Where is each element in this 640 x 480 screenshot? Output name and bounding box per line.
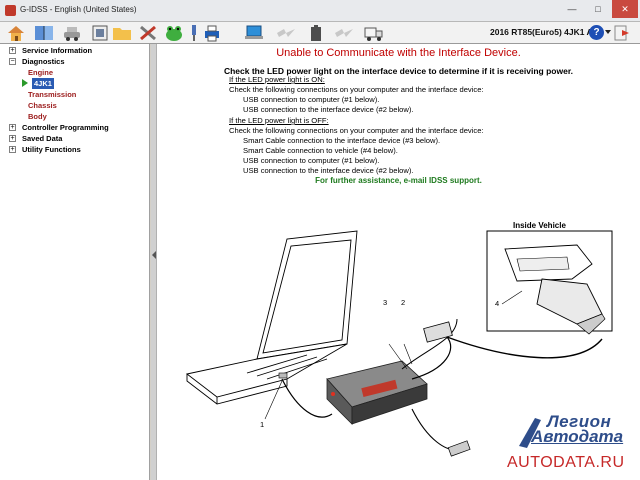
tree-label-selected: 4JK1 bbox=[32, 78, 54, 89]
usb-cable-1 bbox=[281, 378, 333, 418]
callout-4: 4 bbox=[495, 299, 500, 308]
exit-icon[interactable] bbox=[614, 25, 630, 41]
expand-icon[interactable]: + bbox=[9, 146, 16, 153]
tree-label: Controller Programming bbox=[22, 123, 109, 132]
led-on-check-text: Check the following connections on your … bbox=[229, 85, 484, 94]
navigation-tree: + Service Information − Diagnostics Engi… bbox=[0, 44, 150, 480]
callout-leader-3 bbox=[388, 343, 408, 370]
inside-vehicle-label: Inside Vehicle bbox=[513, 221, 566, 230]
expand-icon[interactable]: + bbox=[9, 124, 16, 131]
support-email-link[interactable]: For further assistance, e-mail IDSS supp… bbox=[315, 176, 482, 185]
tree-label: Service Information bbox=[22, 46, 93, 55]
serial-connector bbox=[423, 321, 453, 343]
tree-label: Transmission bbox=[28, 90, 77, 99]
window-title: G-IDSS - English (United States) bbox=[20, 5, 137, 14]
book-icon[interactable] bbox=[34, 24, 54, 42]
printer-icon[interactable] bbox=[202, 24, 222, 42]
tree-label: Chassis bbox=[28, 101, 57, 110]
minimize-button[interactable]: — bbox=[567, 4, 577, 14]
expand-icon[interactable]: + bbox=[9, 47, 16, 54]
probe-icon[interactable] bbox=[184, 24, 204, 42]
tree-label: Engine bbox=[28, 68, 54, 77]
usb-plug bbox=[278, 372, 288, 379]
lower-cable bbox=[411, 408, 463, 451]
content-pane: Unable to Communicate with the Interface… bbox=[157, 44, 640, 480]
tools-icon[interactable] bbox=[138, 24, 158, 42]
watermark-line3: AUTODATA.RU bbox=[507, 454, 625, 471]
app-icon bbox=[5, 5, 16, 16]
panel-splitter[interactable] bbox=[151, 44, 157, 480]
tree-label: Saved Data bbox=[22, 134, 63, 143]
usb-cable-2 bbox=[401, 318, 458, 370]
callout-leader-4 bbox=[501, 290, 523, 305]
callout-2: 2 bbox=[401, 298, 406, 307]
interface-device-drawing bbox=[326, 360, 428, 425]
watermark-line1: Легион bbox=[547, 412, 612, 431]
title-bar: G-IDSS - English (United States) — □ ✕ bbox=[0, 0, 640, 22]
inline-connector bbox=[447, 440, 471, 457]
lightning-icon bbox=[277, 29, 295, 37]
expand-icon[interactable]: + bbox=[9, 135, 16, 142]
frog-icon[interactable] bbox=[164, 24, 184, 42]
instruction-heading: Check the LED power light on the interfa… bbox=[223, 66, 574, 76]
callout-1: 1 bbox=[260, 420, 265, 429]
led-off-item: Smart Cable connection to the interface … bbox=[243, 136, 441, 145]
callout-leader-1 bbox=[264, 380, 283, 420]
current-selection-arrow-icon bbox=[22, 79, 28, 87]
collapse-panel-arrow-icon[interactable] bbox=[152, 251, 156, 259]
smart-cable-3 bbox=[411, 336, 452, 380]
led-off-check-text: Check the following connections on your … bbox=[229, 126, 484, 135]
ecu-icon[interactable] bbox=[90, 24, 110, 42]
led-on-header: If the LED power light is ON: bbox=[229, 75, 325, 84]
help-dropdown-arrow-icon[interactable] bbox=[605, 30, 611, 34]
laptop-drawing bbox=[185, 230, 358, 405]
toolbar: 2016 RT85(Euro5) 4JK1 AY6 ? bbox=[0, 22, 640, 44]
led-off-item: USB connection to computer (#1 below). bbox=[243, 156, 380, 165]
watermark-line2: Автодата bbox=[531, 427, 624, 446]
tree-label: Body bbox=[28, 112, 47, 121]
led-on-item: USB connection to the interface device (… bbox=[243, 105, 414, 114]
home-icon[interactable] bbox=[6, 24, 26, 42]
truck-icon[interactable] bbox=[364, 24, 384, 42]
callout-leader-2 bbox=[403, 343, 413, 365]
vehicle-tools-icon[interactable] bbox=[62, 24, 82, 42]
connection-diagram bbox=[185, 230, 613, 457]
tree-label: Utility Functions bbox=[22, 145, 81, 154]
led-on-item: USB connection to computer (#1 below). bbox=[243, 95, 380, 104]
autodata-watermark: Легион Автодата AUTODATA.RU bbox=[507, 412, 640, 480]
led-off-header: If the LED power light is OFF: bbox=[229, 116, 329, 125]
maximize-button[interactable]: □ bbox=[595, 4, 601, 14]
led-off-item: Smart Cable connection to vehicle (#4 be… bbox=[243, 146, 398, 155]
vehicle-cable bbox=[446, 336, 603, 359]
close-button[interactable]: ✕ bbox=[612, 0, 638, 18]
collapse-icon[interactable]: − bbox=[9, 58, 16, 65]
lightning-icon bbox=[335, 29, 353, 37]
battery-icon[interactable] bbox=[306, 24, 326, 42]
tree-label: Diagnostics bbox=[22, 57, 65, 66]
page-title: Unable to Communicate with the Interface… bbox=[276, 47, 521, 59]
help-button[interactable]: ? bbox=[589, 25, 604, 40]
callout-3: 3 bbox=[383, 298, 388, 307]
vehicle-identification: 2016 RT85(Euro5) 4JK1 AY6 bbox=[490, 27, 603, 37]
folder-icon[interactable] bbox=[112, 24, 132, 42]
laptop-icon[interactable] bbox=[244, 24, 264, 42]
watermark-logo-icon bbox=[519, 418, 541, 448]
led-off-item: USB connection to the interface device (… bbox=[243, 166, 414, 175]
